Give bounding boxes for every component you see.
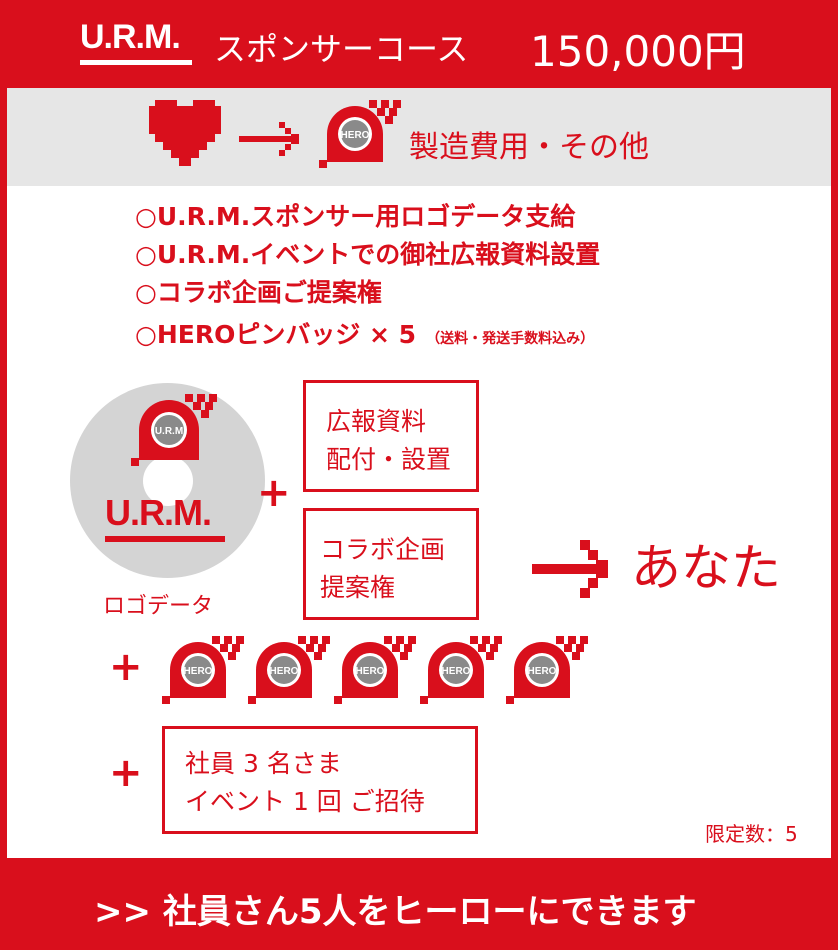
cost-band: HERO 製造費用・その他: [7, 88, 831, 186]
box-line: コラボ企画: [320, 535, 446, 564]
badge-text: HERO: [341, 130, 370, 141]
urm-logo-underline: [80, 60, 192, 65]
benefit-item: ○HEROピンバッジ × 5 （送料・発送手数料込み）: [135, 316, 600, 358]
invite-box: 社員 3 名さま イベント 1 回 ご招待: [162, 726, 478, 834]
arrow-right-icon: [532, 540, 608, 598]
box-line: 広報資料: [326, 407, 427, 436]
hero-pin-icon: HERO: [248, 636, 330, 704]
plus-icon: +: [109, 750, 143, 796]
course-name: スポンサーコース: [214, 30, 469, 68]
hero-pin-icon: HERO: [506, 636, 588, 704]
benefit-item-text: ○HEROピンバッジ × 5: [135, 320, 417, 349]
cost-text: 製造費用・その他: [409, 130, 649, 165]
hero-badge-icon: HERO: [319, 100, 401, 168]
badge-text: U.R.M: [155, 426, 183, 437]
benefit-item: ○コラボ企画ご提案権: [135, 278, 382, 307]
pin-label: HERO: [184, 666, 213, 677]
box-line: 配付・設置: [326, 445, 452, 474]
arrow-right-icon: [239, 122, 299, 156]
plus-icon: +: [257, 470, 291, 516]
hero-pin-icon: HERO: [162, 636, 244, 704]
course-price: 150,000円: [530, 27, 746, 76]
header: U.R.M. スポンサーコース 150,000円: [0, 0, 838, 88]
disc-hole: [143, 456, 193, 506]
plus-icon: +: [109, 644, 143, 690]
disc-logo-underline: [105, 536, 225, 542]
hero-pin-icon: HERO: [334, 636, 416, 704]
urm-logo: U.R.M.: [80, 18, 181, 56]
pin-label: HERO: [442, 666, 471, 677]
footer-text: >> 社員さん5人をヒーローにできます: [94, 892, 697, 932]
box-line: イベント 1 回 ご招待: [185, 787, 425, 816]
pin-label: HERO: [270, 666, 299, 677]
hero-pin-icon: HERO: [420, 636, 502, 704]
pr-materials-box: 広報資料 配付・設置: [303, 380, 479, 492]
collab-box: コラボ企画 提案権: [303, 508, 479, 620]
pin-label: HERO: [528, 666, 557, 677]
box-line: 提案権: [320, 573, 396, 602]
footer: >> 社員さん5人をヒーローにできます: [0, 858, 838, 950]
benefit-note: （送料・発送手数料込み）: [426, 331, 595, 347]
benefit-list: ○U.R.M.スポンサー用ロゴデータ支給 ○U.R.M.イベントでの御社広報資料…: [135, 198, 600, 358]
urm-badge-icon: U.R.M: [131, 394, 217, 466]
benefit-item: ○U.R.M.スポンサー用ロゴデータ支給: [135, 202, 576, 231]
logo-data-caption: ロゴデータ: [103, 594, 214, 619]
disc-logo: U.R.M.: [105, 492, 212, 533]
target-text: あなた: [631, 539, 781, 597]
content-panel: HERO 製造費用・その他 ○U.R.M.スポンサー用ロゴデータ支給 ○U.R.…: [7, 88, 831, 858]
benefit-item: ○U.R.M.イベントでの御社広報資料設置: [135, 240, 601, 269]
pixel-heart-icon: [149, 100, 221, 166]
limit-text: 限定数：5: [705, 822, 798, 846]
box-line: 社員 3 名さま: [185, 749, 342, 778]
pin-label: HERO: [356, 666, 385, 677]
